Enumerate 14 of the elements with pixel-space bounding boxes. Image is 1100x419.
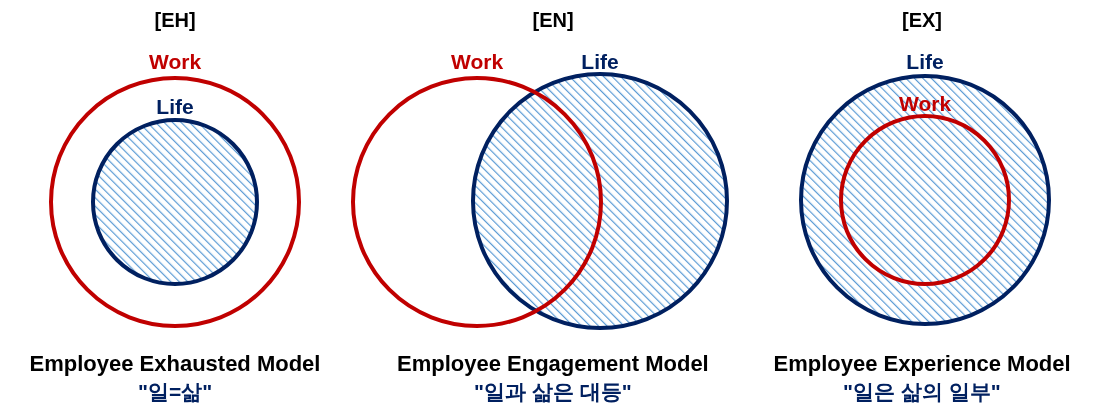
circle-label: Work — [450, 50, 504, 74]
circle-label: Work — [148, 50, 202, 74]
model-subtitle: "일은 삶의 일부" — [843, 379, 1001, 405]
model-name: Employee Engagement Model — [397, 351, 709, 377]
model-subtitle: "일과 삶은 대등" — [474, 379, 632, 405]
circle-label: Life — [906, 50, 944, 74]
model-name: Employee Exhausted Model — [29, 351, 321, 377]
circle-label: Life — [156, 95, 194, 119]
model-name: Employee Experience Model — [773, 351, 1071, 377]
panel-heading: [EH] — [154, 8, 196, 33]
model-subtitle: "일=삶" — [138, 379, 213, 405]
circle-label: Life — [581, 50, 619, 74]
panel-heading: [EN] — [532, 8, 574, 33]
panel-heading: [EX] — [902, 8, 942, 33]
